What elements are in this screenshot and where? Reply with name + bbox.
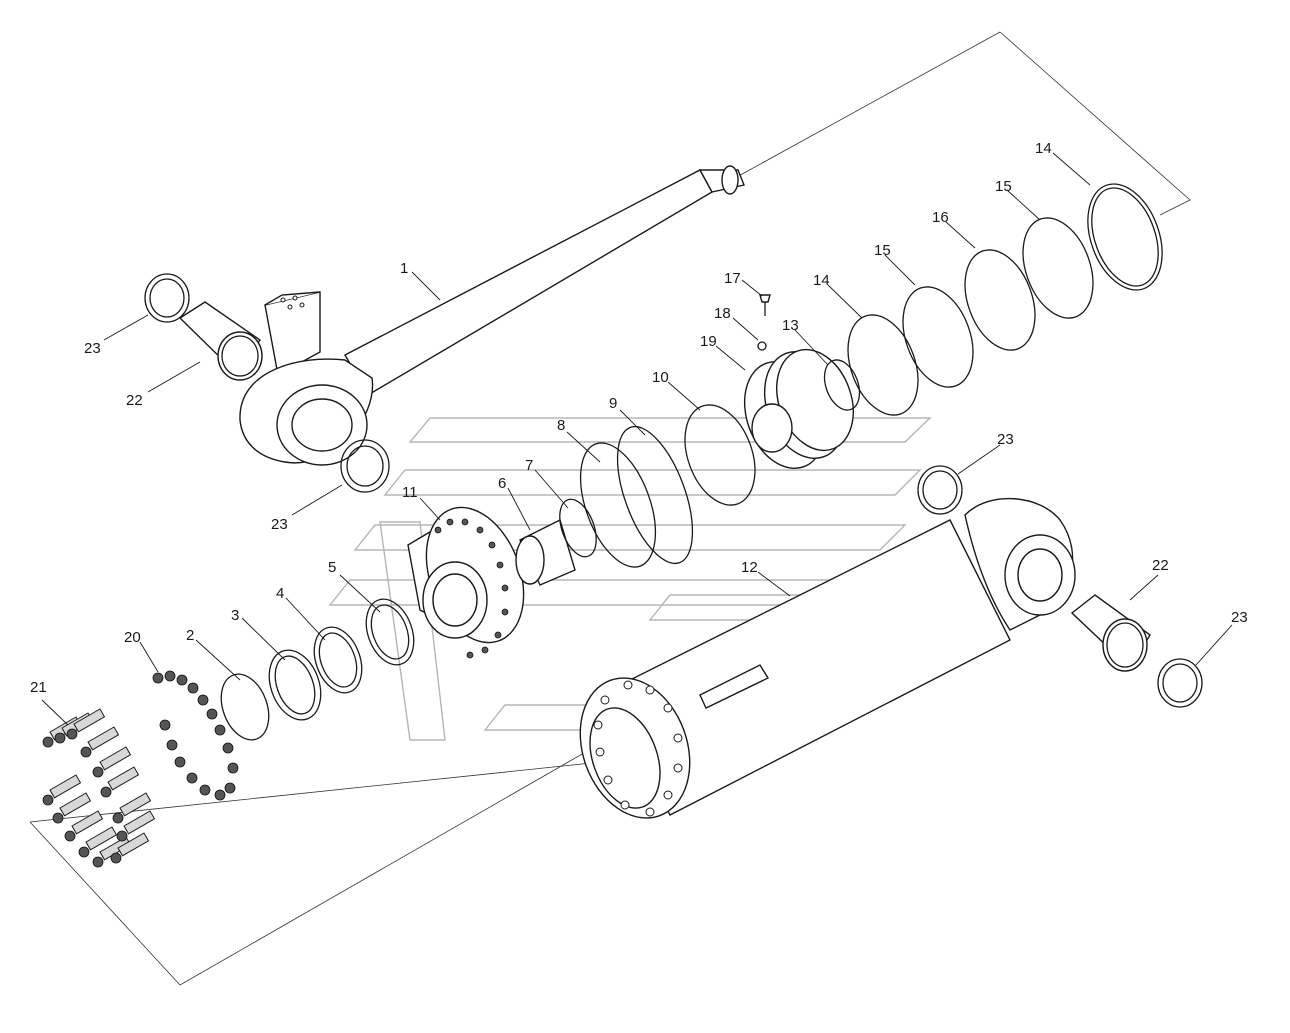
callout-7: 7 [525, 457, 533, 474]
piston [743, 348, 854, 469]
guide-sleeve [515, 519, 576, 586]
callout-5: 5 [328, 559, 336, 576]
cylinder-head [407, 506, 525, 659]
callout-10: 10 [652, 369, 669, 386]
grease-fitting [757, 294, 771, 351]
bolt [66, 708, 106, 740]
callout-22a: 22 [126, 392, 143, 409]
callout-11: 11 [402, 484, 418, 501]
callout-23a: 23 [84, 340, 101, 357]
callout-19: 19 [700, 333, 717, 350]
callout-23c: 23 [997, 431, 1014, 448]
callout-6: 6 [498, 475, 506, 492]
callout-14a: 14 [813, 272, 830, 289]
callout-23d: 23 [1231, 609, 1248, 626]
bolt [110, 832, 150, 864]
bolt [112, 792, 152, 824]
callout-14b: 14 [1035, 140, 1052, 157]
bolt [80, 726, 120, 758]
bolts-group [42, 708, 156, 868]
callout-15a: 15 [874, 242, 891, 259]
bushings-and-retaining-rings [144, 273, 1203, 708]
bolt [42, 774, 82, 806]
nuts-group [152, 670, 239, 801]
seal-rings [220, 183, 1163, 741]
leader-lines [41, 152, 1233, 726]
bolt [92, 746, 132, 778]
bolt [92, 836, 132, 868]
callout-3: 3 [231, 607, 239, 624]
callout-labels: 1 2 3 4 5 6 7 8 9 10 11 12 13 14 14 15 1… [30, 140, 1248, 696]
bolt [52, 792, 92, 824]
callout-16: 16 [932, 209, 949, 226]
callout-9: 9 [609, 395, 617, 412]
callout-18: 18 [714, 305, 731, 322]
callout-1: 1 [400, 260, 408, 277]
callout-2: 2 [186, 627, 194, 644]
callout-15b: 15 [995, 178, 1012, 195]
callout-8: 8 [557, 417, 565, 434]
callout-4: 4 [276, 585, 284, 602]
cylinder-barrel [579, 497, 1076, 819]
barrel-flange-holes [593, 680, 683, 817]
callout-12: 12 [741, 559, 758, 576]
piston-rod [239, 165, 745, 466]
bolt [78, 826, 118, 858]
bolt [100, 766, 140, 798]
callout-21: 21 [30, 679, 47, 696]
callout-13: 13 [782, 317, 799, 334]
callout-23b: 23 [271, 516, 288, 533]
bolt [116, 810, 156, 842]
callout-17: 17 [724, 270, 741, 287]
bolt [64, 810, 104, 842]
callout-20: 20 [124, 629, 141, 646]
callout-22b: 22 [1152, 557, 1169, 574]
